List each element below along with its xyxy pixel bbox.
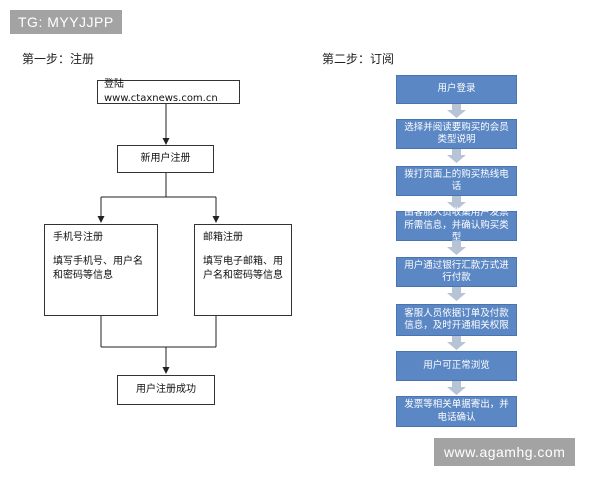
flow-step-4: 由客服人员收集用户发票所需信息，并确认购买类型 [396, 207, 517, 243]
step1-title: 第一步：注册 [22, 52, 95, 66]
watermark: www.agamhg.com [434, 438, 576, 466]
phone-register-desc: 填写手机号、用户名和密码等信息 [53, 255, 143, 282]
step2-title: 第二步：订阅 [322, 52, 395, 66]
register-success-box: 用户注册成功 [117, 375, 215, 405]
login-site-box: 登陆 www.ctaxnews.com.cn [97, 79, 240, 104]
phone-register-box: 手机号注册 填写手机号、用户名和密码等信息 [44, 224, 158, 316]
down-arrow-icon [447, 196, 466, 210]
tg-badge: TG: MYYJJPP [10, 10, 122, 34]
email-register-box: 邮箱注册 填写电子邮箱、用户名和密码等信息 [194, 224, 292, 316]
new-user-register-box: 新用户注册 [117, 145, 214, 173]
flow-step-6: 客服人员依据订单及付款信息，及时开通相关权限 [396, 304, 517, 336]
email-register-title: 邮箱注册 [203, 232, 243, 243]
down-arrow-icon [447, 336, 466, 350]
flow-step-3: 拨打页面上的购买热线电话 [396, 166, 517, 196]
flow-step-1: 用户登录 [396, 75, 517, 104]
flow-step-7: 用户可正常浏览 [396, 351, 517, 381]
down-arrow-icon [447, 381, 466, 395]
phone-register-title: 手机号注册 [53, 232, 103, 243]
flow-step-2: 选择并阅读要购买的会员类型说明 [396, 119, 517, 149]
down-arrow-icon [447, 149, 466, 163]
flow-step-8: 发票等相关单据寄出，并电话确认 [396, 396, 517, 427]
flow-step-5: 用户通过银行汇款方式进行付款 [396, 257, 517, 287]
email-register-desc: 填写电子邮箱、用户名和密码等信息 [203, 255, 283, 282]
down-arrow-icon [447, 287, 466, 301]
down-arrow-icon [447, 241, 466, 255]
down-arrow-icon [447, 104, 466, 118]
